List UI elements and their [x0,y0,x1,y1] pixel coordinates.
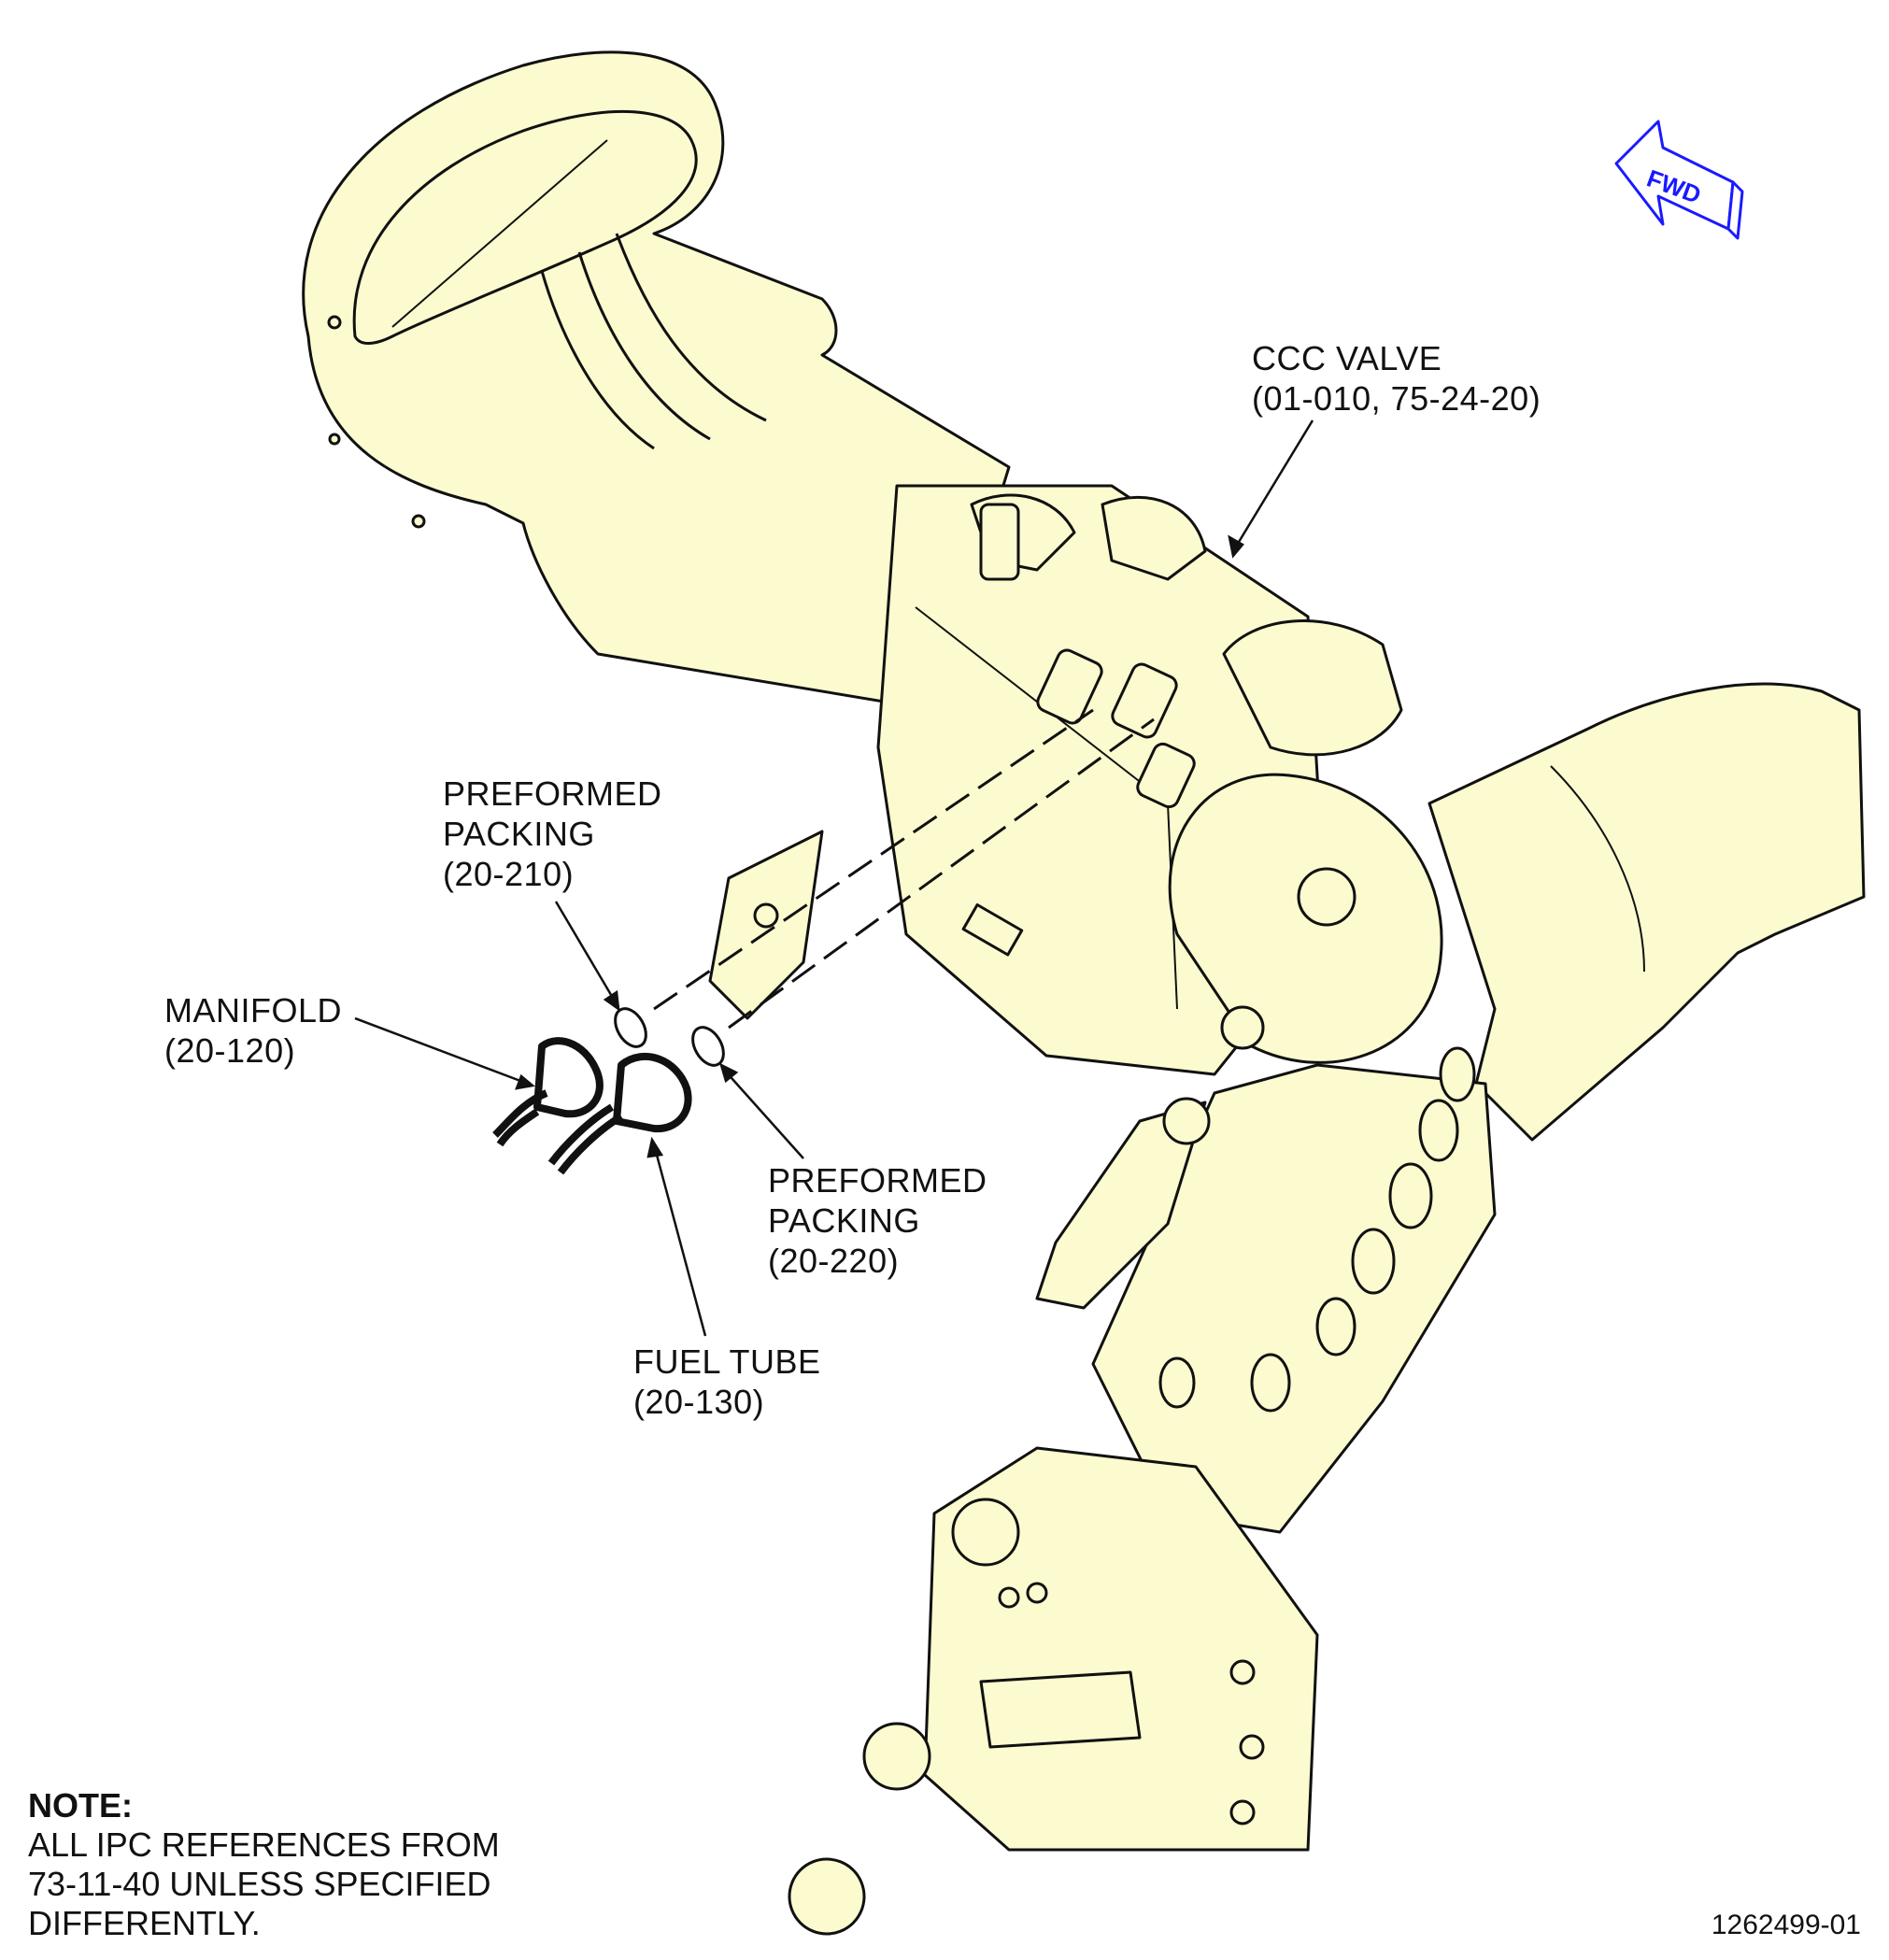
mount-bracket [788,1446,1319,1936]
ipc-note: NOTE: ALL IPC REFERENCES FROM 73-11-40 U… [28,1786,500,1943]
leader-ccc-valve [1231,419,1314,552]
preformed-packing-20-220 [691,1026,725,1067]
note-line: ALL IPC REFERENCES FROM [28,1825,500,1864]
right-flange [1168,619,1443,1064]
right-duct [1427,682,1866,1142]
note-line: 73-11-40 UNLESS SPECIFIED [28,1865,491,1903]
preformed-packing-20-210 [614,1007,647,1048]
strut-link [1035,1097,1211,1310]
label-ccc-valve: CCC VALVE (01-010, 75-24-20) [1252,339,1541,418]
leader-packing-220 [723,1069,804,1159]
assembly-centerlines [653,708,1155,1030]
leader-fuel-tube [652,1143,707,1337]
fuel-tube-part [547,1053,692,1175]
document-id: 1262499-01 [1711,1910,1861,1940]
lower-duct [1091,1046,1497,1534]
left-support [708,830,824,1020]
label-preformed-packing-220: PREFORMED PACKING (20-220) [768,1161,987,1280]
label-fuel-tube: FUEL TUBE (20-130) [633,1342,821,1421]
valve-fittings [979,503,1196,809]
manifold-part [492,1037,604,1147]
fwd-direction-icon: FWD [1614,120,1744,240]
note-heading: NOTE: [28,1786,133,1825]
note-line: DIFFERENTLY. [28,1904,261,1942]
leader-packing-210 [554,901,618,1005]
leader-manifold [354,1016,529,1086]
inlet-elbow [302,50,1011,712]
label-manifold: MANIFOLD (20-120) [164,991,343,1070]
label-preformed-packing-210: PREFORMED PACKING (20-210) [443,774,662,893]
